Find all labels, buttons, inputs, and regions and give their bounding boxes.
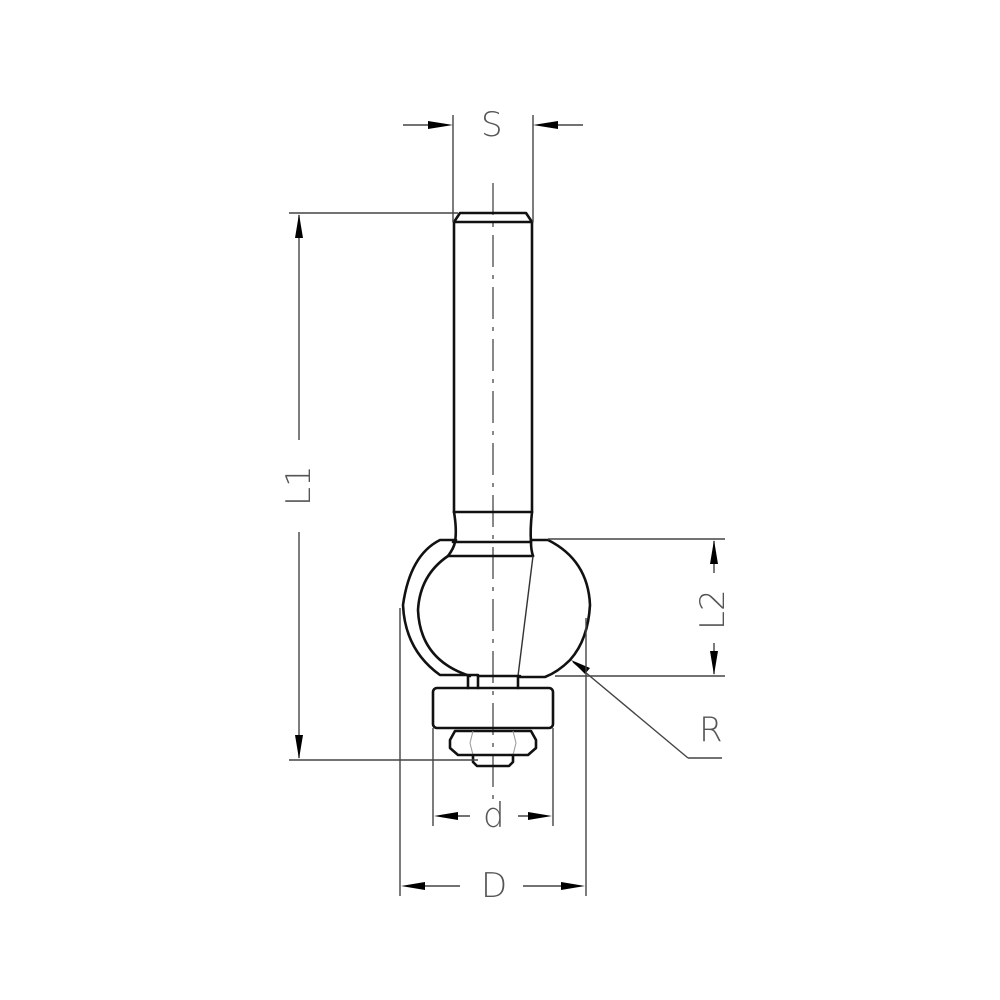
label-L1: L1 xyxy=(279,465,319,506)
dimension-L2: L2 xyxy=(548,538,733,677)
dimension-d: d xyxy=(432,728,554,836)
cutter-body xyxy=(401,538,592,690)
dimension-D: D xyxy=(399,608,587,906)
shank xyxy=(446,211,535,558)
dimension-S: S xyxy=(403,105,583,222)
label-R: R xyxy=(699,710,723,750)
label-L2: L2 xyxy=(693,589,733,630)
label-D: D xyxy=(481,866,507,906)
label-S: S xyxy=(481,105,503,145)
hex-screw xyxy=(448,729,538,768)
label-d: d xyxy=(483,796,505,836)
dimension-L1: L1 xyxy=(279,212,478,761)
guide-bearing xyxy=(431,686,555,730)
dimension-R: R xyxy=(571,660,723,759)
